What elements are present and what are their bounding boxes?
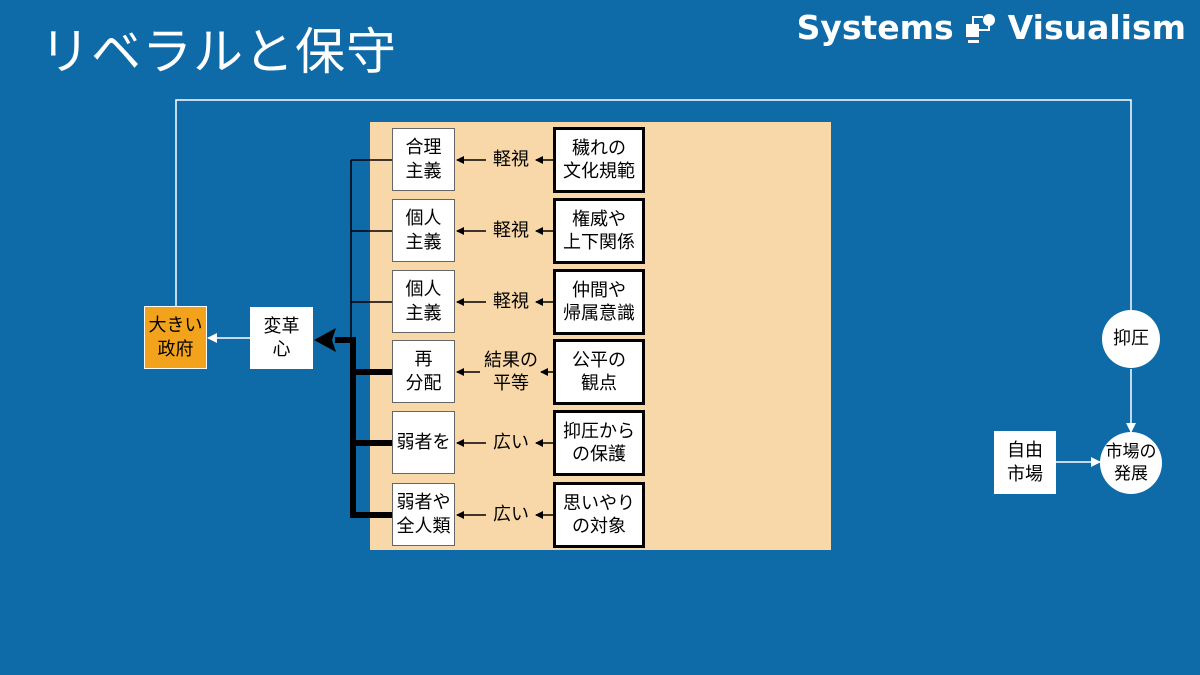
target-box-2: 個人 主義 (392, 199, 455, 262)
brand-name-right: Visualism (1007, 8, 1186, 47)
source-box-4: 公平の 観点 (553, 339, 645, 405)
brand-name-left: Systems (796, 8, 954, 47)
values-panel (370, 122, 831, 550)
relation-label-2: 軽視 (493, 220, 529, 242)
relation-label-4: 結果の 平等 (484, 349, 538, 394)
relation-label-5: 広い (493, 432, 529, 454)
relation-label-6: 広い (493, 504, 529, 526)
feedback-loop-line (175, 99, 1132, 311)
market-growth-node: 市場の 発展 (1100, 432, 1162, 494)
page-title: リベラルと保守 (40, 23, 397, 81)
source-box-6: 思いやり の対象 (553, 482, 645, 548)
source-box-2: 権威や 上下関係 (553, 198, 645, 264)
source-box-1: 穢れの 文化規範 (553, 127, 645, 193)
source-box-3: 仲間や 帰属意識 (553, 269, 645, 335)
thick-bracket (335, 337, 392, 518)
change-mind-box: 変革 心 (250, 307, 313, 369)
systems-visualism-logo-icon (965, 13, 995, 43)
row-arrows (456, 156, 553, 519)
source-box-5: 抑圧から の保護 (553, 410, 645, 476)
big-government-box: 大きい 政府 (144, 306, 207, 369)
oppression-node: 抑圧 (1102, 310, 1160, 368)
target-box-1: 合理 主義 (392, 128, 455, 191)
target-box-3: 個人 主義 (392, 270, 455, 333)
thin-bracket (350, 159, 392, 340)
thick-arrowhead (314, 328, 336, 352)
target-box-4: 再 分配 (392, 340, 455, 403)
free-market-box: 自由 市場 (994, 431, 1056, 494)
relation-label-1: 軽視 (493, 149, 529, 171)
relation-label-3: 軽視 (493, 291, 529, 313)
target-box-6: 弱者や 全人類 (392, 483, 455, 546)
target-box-5: 弱者を (392, 411, 455, 474)
brand-logo: Systems Visualism (797, 8, 1186, 47)
